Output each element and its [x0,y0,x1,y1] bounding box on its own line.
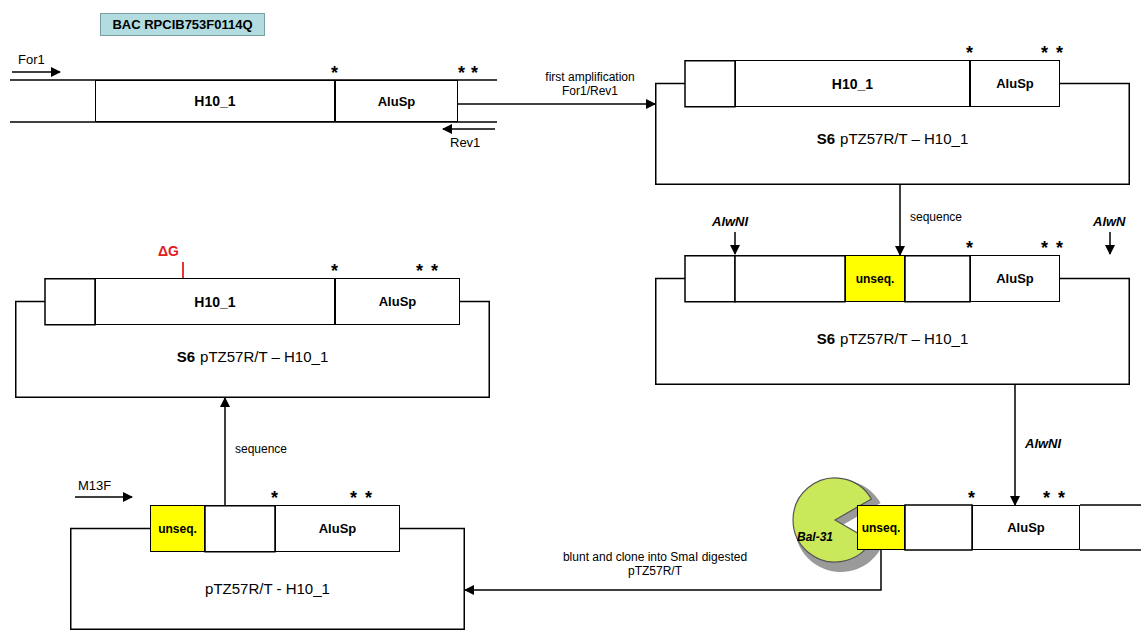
node-text: AluSp [379,294,417,309]
enzyme-site: AlwN [1093,214,1126,229]
mutation-star: * [966,239,973,257]
primer-name: For1 [18,52,45,67]
node-text: unseq. [862,521,901,535]
plasmid-name-part: pTZ57R/T – H10_1 [840,130,968,147]
plasmid-name: S6 pTZ57R/T – H10_1 [655,330,1130,347]
unsequenced-segment: unseq. [857,505,905,550]
plasmid-map: S6 pTZ57R/T – H10_1 unseq. AluSp [655,255,1130,385]
plasmid-map: pTZ57R/T - H10_1 unseq. AluSp [70,505,465,630]
insert-segment [685,256,735,302]
node-text: AluSp [1007,520,1045,535]
plasmid-name-part: pTZ57R/T – H10_1 [200,348,328,365]
sequence-segment: H10_1 [95,80,335,122]
insert-segment [905,256,970,302]
node-text: AluSp [996,76,1034,91]
plasmid-outline [70,505,465,630]
plasmid-name-part: pTZ57R/T – H10_1 [840,330,968,347]
node-text: H10_1 [194,93,235,109]
plasmid-name-part: S6 [817,130,835,147]
mutation-star: * [458,64,465,82]
enzyme-name: Bal-31 [797,530,833,544]
process-arrow [458,103,655,105]
step-label: first amplification For1/Rev1 [530,70,650,98]
plasmid-map: S6 pTZ57R/T – H10_1 H10_1 AluSp [655,60,1130,185]
source-title-box: BAC RPCIB753F0114Q [100,13,265,36]
fragment-segment: AluSp [972,505,1080,550]
node-text: BAC RPCIB753F0114Q [112,17,252,32]
plasmid-name-part: S6 [177,348,195,365]
process-arrow [224,398,226,505]
node-text: H10_1 [194,294,235,310]
step-label: AlwNI [1025,437,1061,451]
unsequenced-segment: unseq. [845,255,905,302]
plasmid-map: S6 pTZ57R/T – H10_1 H10_1 AluSp [15,278,490,398]
process-arrow [465,550,881,590]
plasmid-name: pTZ57R/T - H10_1 [70,580,465,597]
mutation-star: * [1056,239,1063,257]
primer-name: Rev1 [450,135,480,150]
node-text: AluSp [319,521,357,536]
plasmid-name-part: S6 [817,330,835,347]
mutation-star: * [416,262,423,280]
mutation-star: * [331,262,338,280]
step-label: sequence [235,442,287,456]
mutation-star: * [968,489,975,507]
mutation-star: * [1056,44,1063,62]
fragment-strands [905,505,1141,550]
node-text: AluSp [996,271,1034,286]
alwni-site-arrow [734,232,736,254]
insert-segment [735,256,845,302]
insert-segment: AluSp [970,255,1060,302]
deletion-label: ΔG [158,243,179,259]
mutation-star: * [350,489,357,507]
insert-segment [45,279,95,325]
enzyme-site: AlwNI [712,214,748,229]
primer-name: M13F [78,478,111,493]
mutation-star: * [1058,489,1065,507]
insert-segment: H10_1 [735,60,970,107]
unsequenced-segment: unseq. [150,505,205,552]
insert-segment: H10_1 [95,278,335,325]
insert-segment: AluSp [970,60,1060,107]
m13f-primer-arrow [75,496,132,498]
insert-segment: AluSp [275,505,400,552]
mutation-star: * [431,262,438,280]
node-text: H10_1 [832,76,873,92]
rev1-primer-arrow [443,128,495,130]
process-arrow [899,185,901,255]
step-label: sequence [910,210,962,224]
mutation-star: * [1041,44,1048,62]
linear-bac-sequence [10,80,497,122]
insert-segment [685,61,735,107]
process-arrow [1014,385,1016,505]
mutation-star: * [1041,239,1048,257]
alwni-site-arrow [1109,232,1111,254]
insert-segment [205,506,275,552]
node-text: unseq. [158,522,197,536]
insert-segment: AluSp [335,278,460,325]
plasmid-name: S6 pTZ57R/T – H10_1 [655,130,1130,147]
for1-primer-arrow [12,71,60,73]
mutation-star: * [471,64,478,82]
plasmid-name: S6 pTZ57R/T – H10_1 [15,348,490,365]
sequence-segment: AluSp [335,80,458,122]
node-text: AluSp [378,94,416,109]
mutation-star: * [271,489,278,507]
mutation-star: * [1043,489,1050,507]
mutation-star: * [966,44,973,62]
mutation-star: * [365,489,372,507]
plasmid-name-part: pTZ57R/T - H10_1 [205,580,330,597]
mutation-star: * [331,64,338,82]
node-text: unseq. [856,272,895,286]
step-label: blunt and clone into SmaI digested pTZ57… [545,550,765,578]
